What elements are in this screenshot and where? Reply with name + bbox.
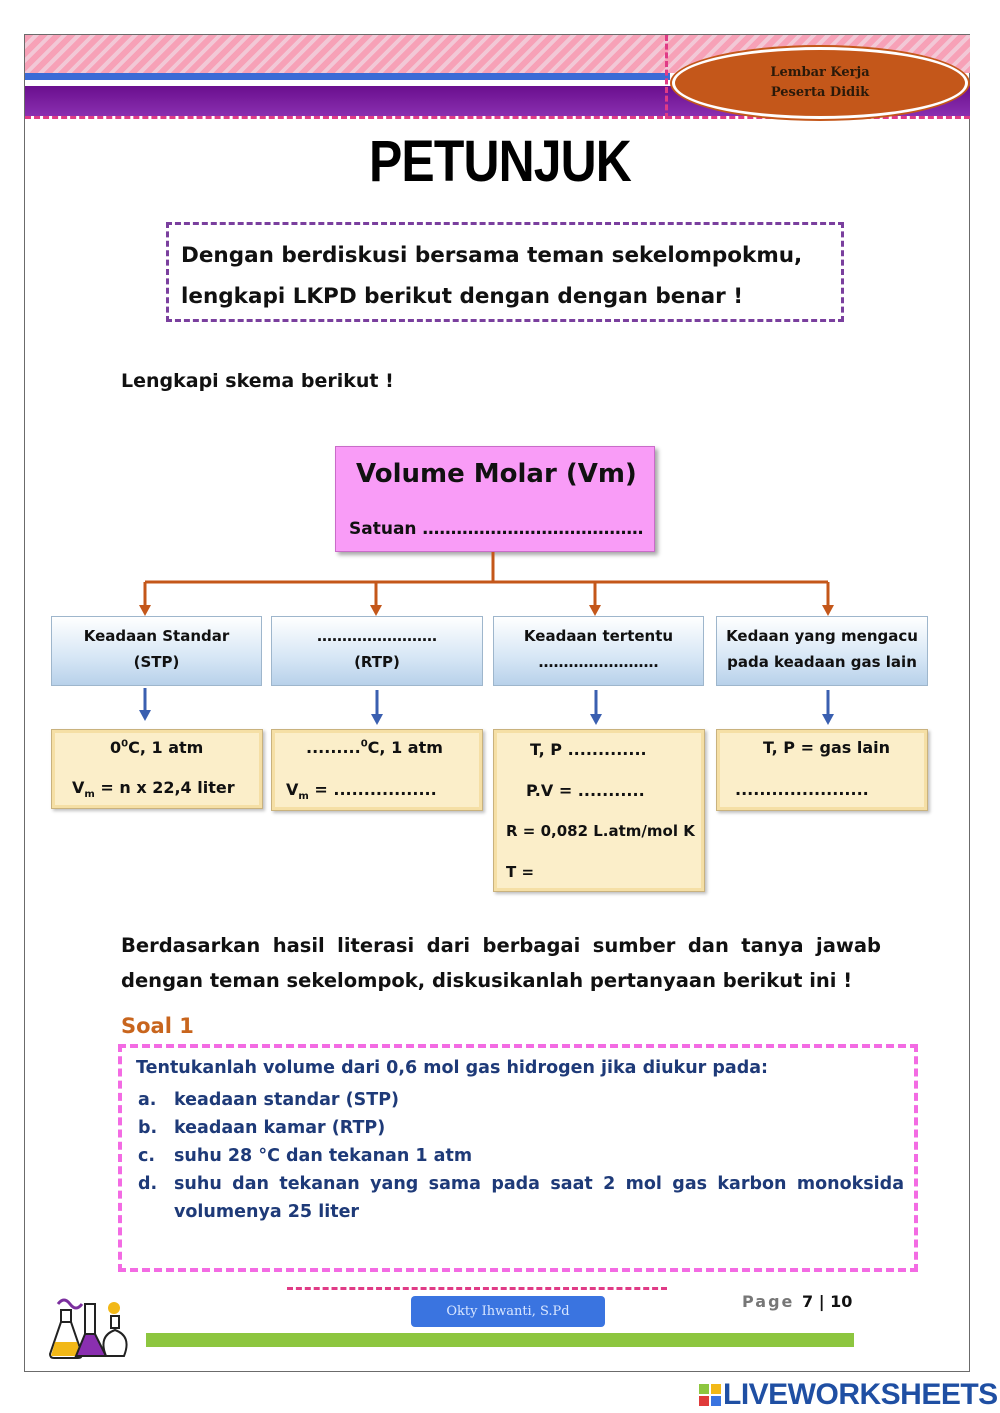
footer-dashed-line xyxy=(287,1287,667,1290)
header-badge: Lembar Kerja Peserta Didik xyxy=(672,47,968,119)
branch-rtp-blank[interactable]: …………………… xyxy=(317,627,437,645)
branch-gas-lain-line1: Kedaan yang mengacu xyxy=(726,627,918,645)
soal-item-letter: c. xyxy=(138,1146,156,1166)
instruction-line-2: lengkapi LKPD berikut dengan dengan bena… xyxy=(181,284,744,309)
soal-item-letter: a. xyxy=(138,1090,157,1110)
liveworksheets-logo-icon xyxy=(699,1384,721,1406)
page-number: Page 7 | 10 xyxy=(742,1292,853,1311)
soal-item: a. keadaan standar (STP) xyxy=(138,1086,904,1114)
liveworksheets-watermark: LIVEWORKSHEETS xyxy=(699,1378,998,1412)
soal-item: b. keadaan kamar (RTP) xyxy=(138,1114,904,1142)
author-badge: Okty Ihwanti, S.Pd xyxy=(411,1296,605,1327)
branch-gas-lain-line2: pada keadaan gas lain xyxy=(727,653,917,671)
footer-green-bar xyxy=(146,1333,854,1347)
detail-rtp: .........0C, 1 atm Vm = ................… xyxy=(271,729,483,811)
scheme-subtitle: Lengkapi skema berikut ! xyxy=(121,370,394,392)
branch-stp-line2: (STP) xyxy=(133,653,180,671)
lab-flask-icon xyxy=(48,1298,128,1359)
tertentu-tp[interactable]: T, P ............. xyxy=(530,740,647,759)
soal-item: d. suhu dan tekanan yang sama pada saat … xyxy=(138,1170,904,1226)
arrow-down-icon xyxy=(139,605,151,616)
soal-item-text: keadaan kamar (RTP) xyxy=(174,1118,386,1138)
arrow-down-icon xyxy=(371,714,383,725)
gas-lain-blank[interactable]: ...................... xyxy=(735,780,869,799)
header-dashed-divider xyxy=(665,35,668,119)
rtp-vm-formula[interactable]: Vm = ................. xyxy=(286,780,437,803)
branch-gas-lain: Kedaan yang mengacu pada keadaan gas lai… xyxy=(716,616,928,686)
branch-tertentu: Keadaan tertentu …………………… xyxy=(493,616,704,686)
instruction-line-1: Dengan berdiskusi bersama teman sekelomp… xyxy=(181,243,803,268)
tertentu-r-constant: R = 0,082 L.atm/mol K xyxy=(506,822,695,840)
soal-item-text: keadaan standar (STP) xyxy=(174,1090,400,1110)
detail-gas-lain: T, P = gas lain ...................... xyxy=(716,729,928,811)
volume-molar-title: Volume Molar (Vm) xyxy=(356,459,637,489)
soal-item-text: suhu 28 °C dan tekanan 1 atm xyxy=(174,1146,473,1166)
arrow-down-icon xyxy=(589,605,601,616)
soal-item-letter: d. xyxy=(138,1174,158,1194)
detail-stp: 00C, 1 atm Vm = n x 22,4 liter xyxy=(51,729,263,809)
volume-molar-unit[interactable]: Satuan ………………………………… xyxy=(349,519,644,539)
scheme-connectors xyxy=(139,552,834,725)
branch-stp: Keadaan Standar (STP) xyxy=(51,616,262,686)
arrow-down-icon xyxy=(822,714,834,725)
tertentu-t[interactable]: T = xyxy=(506,863,535,881)
arrow-down-icon xyxy=(822,605,834,616)
branch-rtp: …………………… (RTP) xyxy=(271,616,483,686)
soal-question: Tentukanlah volume dari 0,6 mol gas hidr… xyxy=(136,1058,769,1078)
branch-rtp-line2: (RTP) xyxy=(354,653,400,671)
badge-line-1: Lembar Kerja xyxy=(770,65,870,80)
detail-tertentu: T, P ............. P.V = ........... R =… xyxy=(493,729,705,892)
soal-item-text: suhu dan tekanan yang sama pada saat 2 m… xyxy=(174,1174,904,1222)
tertentu-pv[interactable]: P.V = ........... xyxy=(526,781,645,800)
branch-tertentu-blank[interactable]: …………………… xyxy=(538,653,659,671)
soal-box: Tentukanlah volume dari 0,6 mol gas hidr… xyxy=(118,1044,918,1272)
arrow-down-icon xyxy=(370,605,382,616)
branch-tertentu-line1: Keadaan tertentu xyxy=(523,627,674,645)
instruction-box: Dengan berdiskusi bersama teman sekelomp… xyxy=(166,222,844,322)
header-blue-line xyxy=(25,73,670,80)
soal-label: Soal 1 xyxy=(121,1014,194,1038)
page-title: PETUNJUK xyxy=(369,129,632,194)
discussion-paragraph: Berdasarkan hasil literasi dari berbagai… xyxy=(121,934,881,992)
stp-vm-formula: Vm = n x 22,4 liter xyxy=(72,778,235,801)
branch-stp-line1: Keadaan Standar xyxy=(83,627,230,645)
volume-molar-box: Volume Molar (Vm) Satuan ………………………………… xyxy=(335,446,655,552)
page-frame xyxy=(24,34,970,1372)
header-dashed-line xyxy=(25,116,970,119)
stp-temperature: 00C, 1 atm xyxy=(110,738,204,757)
arrow-down-icon xyxy=(590,714,602,725)
gas-lain-tp: T, P = gas lain xyxy=(763,738,891,757)
rtp-temperature[interactable]: .........0C, 1 atm xyxy=(306,738,443,757)
badge-line-2: Peserta Didik xyxy=(770,85,870,100)
soal-item: c. suhu 28 °C dan tekanan 1 atm xyxy=(138,1142,904,1170)
arrow-down-icon xyxy=(139,710,151,721)
soal-item-letter: b. xyxy=(138,1118,158,1138)
